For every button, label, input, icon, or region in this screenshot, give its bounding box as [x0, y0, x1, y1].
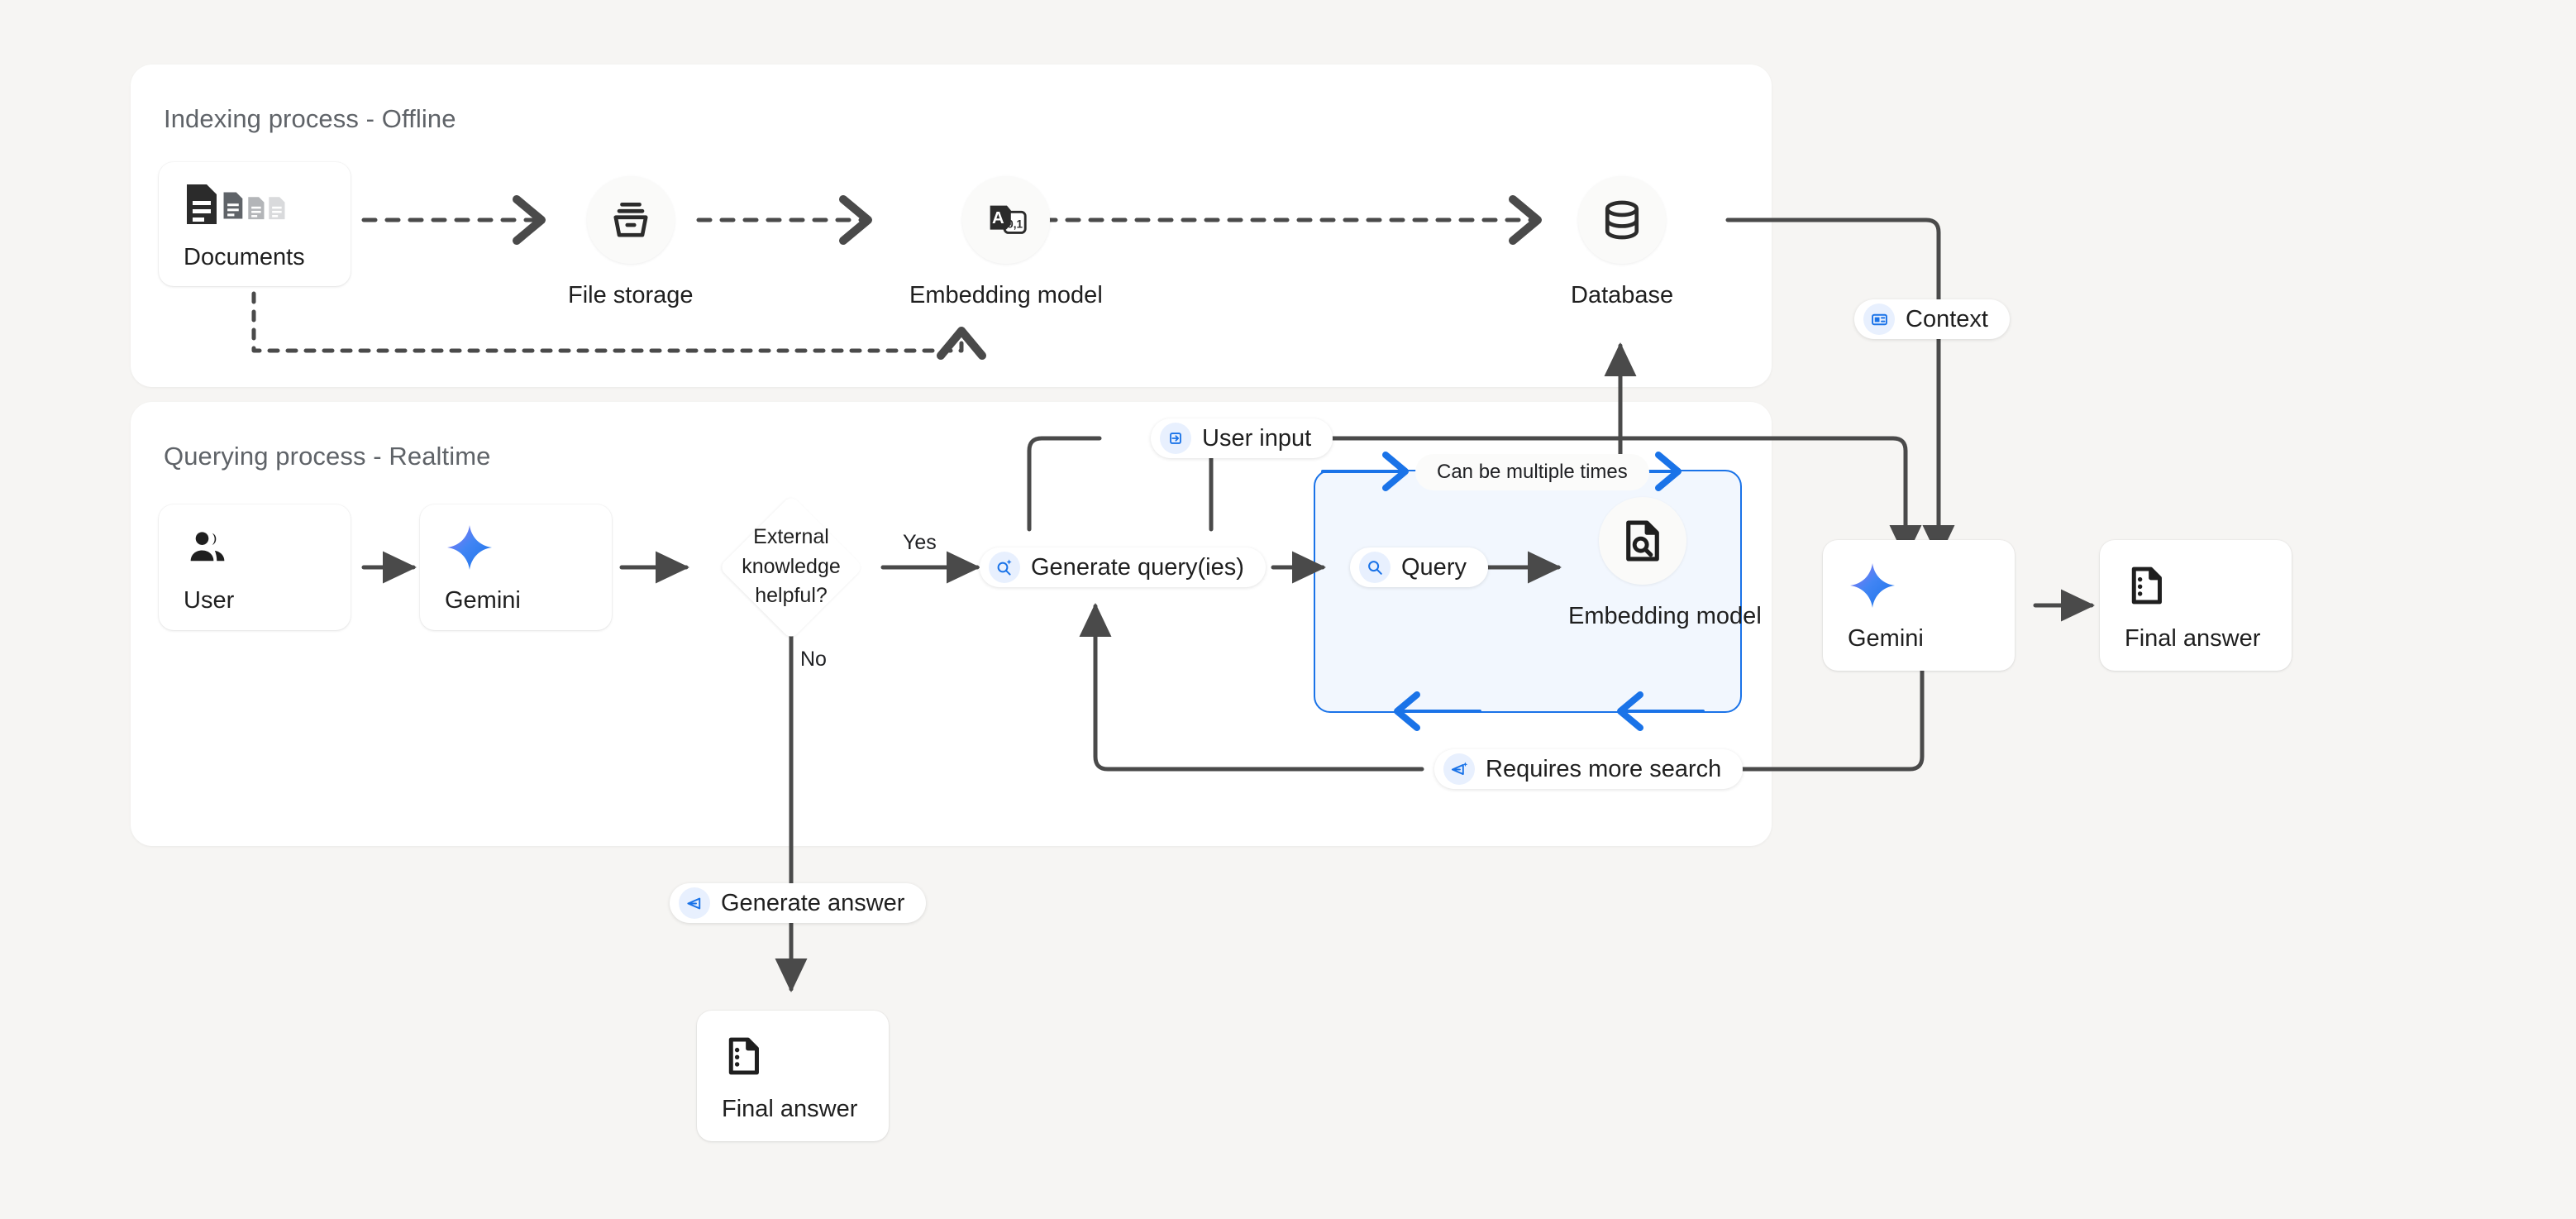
node-file-storage-label: File storage [568, 282, 694, 308]
node-documents[interactable]: Documents [159, 162, 351, 286]
input-arrow-icon [1160, 423, 1191, 454]
pill-requires-more-search[interactable]: Requires more search [1434, 749, 1744, 789]
pill-generate-queries[interactable]: Generate query(ies) [980, 547, 1266, 587]
users-icon [184, 521, 351, 574]
pill-query-label: Query [1401, 553, 1467, 581]
gemini-sparkle-icon [1848, 559, 2015, 612]
node-gemini-left-label: Gemini [445, 586, 521, 614]
pill-can-be-multiple-times: Can be multiple times [1415, 454, 1649, 490]
node-documents-label: Documents [184, 243, 305, 270]
node-file-storage[interactable]: File storage [568, 176, 694, 311]
article-icon [1863, 304, 1895, 335]
panel-querying-title: Querying process - Realtime [164, 442, 491, 471]
search-icon [1359, 552, 1391, 583]
svg-text:0,1: 0,1 [1007, 218, 1023, 231]
gemini-sparkle-icon [445, 521, 612, 574]
node-embedding-model-index-label: Embedding model [909, 282, 1103, 308]
node-decision-external-knowledge[interactable]: External knowledge helpful? [718, 495, 864, 640]
pill-requires-more-search-label: Requires more search [1486, 755, 1722, 782]
pill-context[interactable]: Context [1854, 299, 2010, 339]
edge-label-yes: Yes [903, 531, 937, 554]
node-gemini-left[interactable]: Gemini [420, 504, 612, 630]
document-search-icon [1599, 497, 1686, 585]
decision-label: External knowledge helpful? [742, 525, 841, 607]
edge-label-no: No [800, 648, 827, 671]
node-database-label: Database [1571, 282, 1674, 308]
node-embedding-model-query-label: Embedding model [1568, 603, 1762, 629]
text-to-vector-icon: 0,1 A [961, 176, 1050, 264]
answer-doc-icon [722, 1030, 889, 1083]
search-sparkle-icon [989, 552, 1020, 583]
node-user[interactable]: User [159, 504, 351, 630]
pill-context-label: Context [1906, 305, 1988, 332]
node-embedding-model-index[interactable]: 0,1 A Embedding model [909, 176, 1103, 311]
pill-user-input[interactable]: User input [1151, 418, 1333, 458]
pill-query[interactable]: Query [1350, 547, 1488, 587]
node-final-answer-bottom-label: Final answer [722, 1095, 858, 1122]
pill-generate-queries-label: Generate query(ies) [1031, 553, 1244, 581]
node-final-answer-bottom[interactable]: Final answer [697, 1011, 889, 1141]
documents-icon [184, 178, 351, 231]
node-final-answer-right[interactable]: Final answer [2100, 540, 2292, 671]
database-icon [1578, 176, 1667, 264]
node-gemini-right-label: Gemini [1848, 624, 1924, 652]
pill-generate-answer-label: Generate answer [721, 889, 905, 916]
node-embedding-model-query[interactable]: Embedding model [1568, 497, 1762, 632]
node-user-label: User [184, 586, 235, 614]
node-final-answer-right-label: Final answer [2125, 624, 2261, 652]
pill-user-input-label: User input [1202, 424, 1312, 452]
pill-generate-answer[interactable]: Generate answer [670, 883, 927, 923]
file-storage-icon [586, 176, 675, 264]
node-gemini-right[interactable]: Gemini [1823, 540, 2015, 671]
node-database[interactable]: Database [1571, 176, 1673, 311]
answer-doc-icon [2125, 559, 2292, 612]
send-icon [679, 887, 710, 919]
send-sparkle-icon [1443, 753, 1475, 785]
panel-indexing-title: Indexing process - Offline [164, 104, 456, 133]
svg-text:A: A [992, 209, 1004, 227]
pill-can-be-multiple-times-label: Can be multiple times [1437, 461, 1628, 483]
